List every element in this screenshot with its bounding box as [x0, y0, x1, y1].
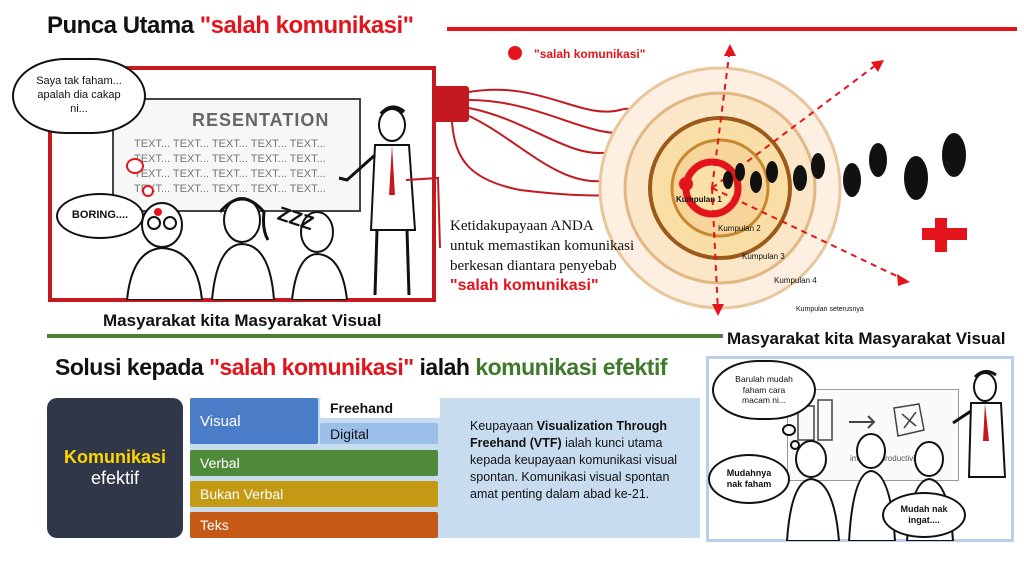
connector-box [433, 86, 469, 122]
category-freehand-label: Freehand [330, 400, 394, 416]
vtf-bold: Visualization Through Freehand (VTF) [470, 419, 668, 450]
bubble-dot-icon [782, 424, 796, 436]
right-bubble-left-text: Mudahnya nak faham [726, 467, 772, 489]
right-bubble-right-text: Mudah nak ingat.... [900, 503, 948, 525]
audience-figures-icon [125, 197, 349, 300]
explanation-line: berkesan diantara penyebab [450, 258, 617, 274]
section2-prefix: Solusi kepada [55, 354, 210, 380]
board-line: TEXT... TEXT... TEXT... TEXT... TEXT... [134, 183, 326, 195]
board-line: TEXT... TEXT... TEXT... TEXT... TEXT... [134, 168, 326, 180]
explanation-line: Ketidakupayaan ANDA [450, 218, 594, 234]
category-verbal-label: Verbal [200, 455, 240, 471]
category-teks-label: Teks [200, 517, 229, 533]
right-bubble-top: Barulah mudah faham cara macam ni... [712, 360, 816, 420]
category-freehand[interactable]: Freehand [320, 398, 440, 418]
category-bukan-verbal[interactable]: Bukan Verbal [190, 481, 438, 507]
plus-icon [922, 218, 967, 252]
red-dot-icon [154, 208, 162, 216]
left-caption: Masyarakat kita Masyarakat Visual [103, 311, 382, 330]
vtf-description: Keupayaan Visualization Through Freehand… [470, 418, 692, 503]
title-prefix: Punca Utama [47, 12, 200, 39]
right-caption: Masyarakat kita Masyarakat Visual [727, 329, 1006, 348]
komunikasi-line2: efektif [90, 468, 140, 488]
title-underline [447, 27, 1017, 31]
bubble-dot-icon [790, 440, 800, 450]
explanation-highlight: "salah komunikasi" [450, 277, 599, 294]
thought-dot-icon [142, 185, 154, 197]
right-bubble-left: Mudahnya nak faham [708, 454, 790, 504]
board-line: TEXT... TEXT... TEXT... TEXT... TEXT... [134, 138, 326, 150]
right-bubble-right: Mudah nak ingat.... [882, 492, 966, 538]
right-bubble-top-text: Barulah mudah faham cara macam ni... [735, 374, 793, 406]
ring-label-1: Kumpulan 1 [676, 195, 722, 204]
section2-title: Solusi kepada "salah komunikasi" ialah k… [55, 354, 668, 381]
rings-diagram [405, 44, 967, 316]
boring-bubble: BORING.... [56, 193, 144, 239]
page-title: Punca Utama "salah komunikasi" [47, 12, 414, 40]
komunikasi-line1: Komunikasi [63, 447, 167, 467]
category-visual[interactable]: Visual [190, 398, 318, 444]
ring-label-4: Kumpulan 4 [774, 276, 817, 285]
category-verbal[interactable]: Verbal [190, 450, 438, 476]
board-label: improve productivity [850, 454, 922, 463]
ring-label-2: Kumpulan 2 [718, 224, 761, 233]
category-visual-label: Visual [200, 412, 241, 430]
legend-label: "salah komunikasi" [534, 47, 646, 61]
ring-label-3: Kumpulan 3 [742, 252, 785, 261]
explanation-text: Ketidakupayaan ANDA untuk memastikan kom… [450, 216, 634, 296]
thought-dot-icon [126, 158, 144, 174]
board-line: TEXT... TEXT... TEXT... TEXT... TEXT... [134, 153, 326, 165]
presenter-figure-icon [338, 105, 417, 296]
thought-bubble-text: Saya tak faham... apalah dia cakap ni... [36, 75, 122, 115]
category-bukan-verbal-label: Bukan Verbal [200, 486, 284, 502]
boring-text: BORING.... [71, 209, 129, 222]
explanation-line: untuk memastikan komunikasi [450, 238, 635, 254]
category-digital-label: Digital [330, 425, 369, 442]
section2-red: "salah komunikasi" [209, 354, 414, 380]
category-digital[interactable]: Digital [320, 423, 438, 444]
ring-label-5: Kumpulan seterusnya [796, 306, 864, 313]
category-teks[interactable]: Teks [190, 512, 438, 538]
legend-dot-icon [508, 46, 522, 60]
right-presenter-icon [952, 370, 1007, 478]
komunikasi-box: Komunikasi efektif [47, 398, 183, 538]
vtf-p2: ialah kunci utama kepada keupayaan komun… [470, 436, 678, 501]
title-highlight: "salah komunikasi" [199, 12, 414, 39]
thought-bubble: Saya tak faham... apalah dia cakap ni... [12, 58, 146, 134]
section2-mid: ialah [413, 354, 476, 380]
section2-green: komunikasi efektif [475, 354, 668, 380]
section-divider [47, 334, 723, 338]
vtf-p1: Keupayaan [470, 419, 537, 433]
board-title: RESENTATION [192, 110, 330, 130]
center-dot [679, 177, 693, 191]
